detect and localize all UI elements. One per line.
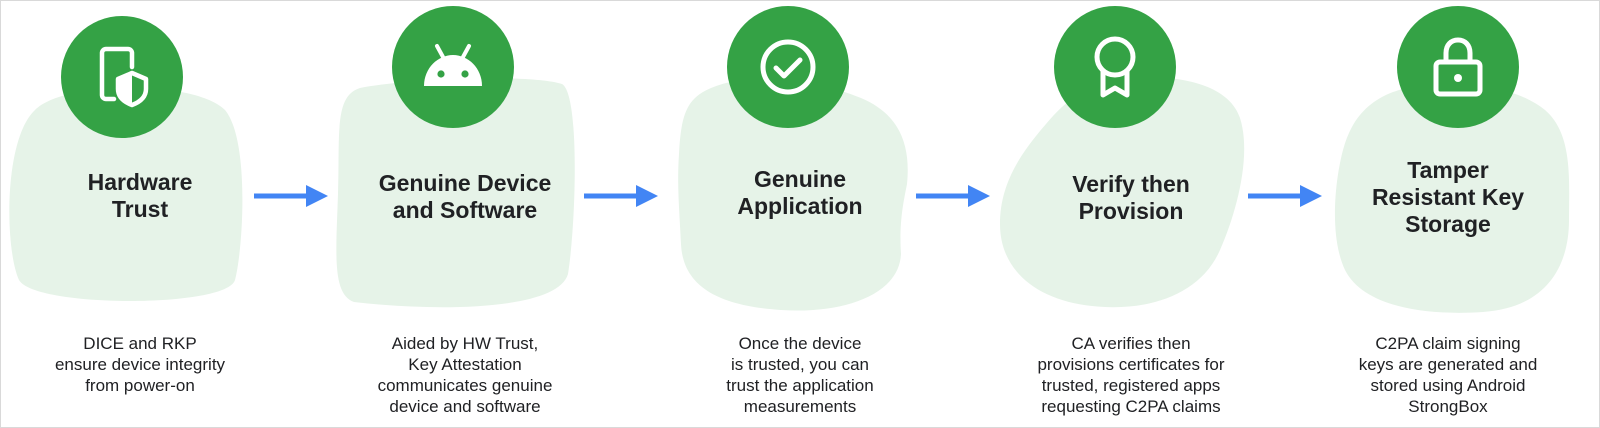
arrow-right-icon (1246, 182, 1324, 210)
step-background-blob (996, 74, 1246, 314)
check-circle-icon (727, 6, 849, 128)
step-description: Aided by HW Trust, Key Attestation commu… (377, 334, 553, 416)
step-title: Genuine Application (737, 166, 863, 219)
step-title: Verify then Provision (1072, 171, 1190, 224)
step-title: Hardware Trust (87, 169, 193, 222)
step-description: DICE and RKP ensure device integrity fro… (54, 334, 226, 395)
lock-icon (1397, 6, 1519, 128)
step-background-blob (5, 80, 245, 310)
step-description: CA verifies then provisions certificates… (1037, 334, 1225, 416)
android-icon (392, 6, 514, 128)
step-title: Genuine Device and Software (378, 170, 552, 223)
arrow-right-icon (582, 182, 660, 210)
step-background-blob (330, 74, 578, 314)
step-title: Tamper Resistant Key Storage (1371, 157, 1525, 237)
step-description: Once the device is trusted, you can trus… (726, 334, 874, 416)
arrow-right-icon (914, 182, 992, 210)
step-description: C2PA claim signing keys are generated an… (1358, 334, 1538, 416)
award-ribbon-icon (1054, 6, 1176, 128)
step-hardware-trust: Hardware Trust DICE and RKP ensure devic… (5, 0, 275, 428)
step-background-blob (671, 74, 911, 314)
step-genuine-device: Genuine Device and Software Aided by HW … (330, 0, 600, 428)
step-verify-provision: Verify then Provision CA verifies then p… (996, 0, 1266, 428)
step-background-blob (1333, 80, 1573, 316)
step-tamper-resistant-storage: Tamper Resistant Key Storage C2PA claim … (1313, 0, 1583, 428)
step-genuine-application: Genuine Application Once the device is t… (665, 0, 935, 428)
phone-shield-icon (61, 16, 183, 138)
arrow-right-icon (252, 182, 330, 210)
